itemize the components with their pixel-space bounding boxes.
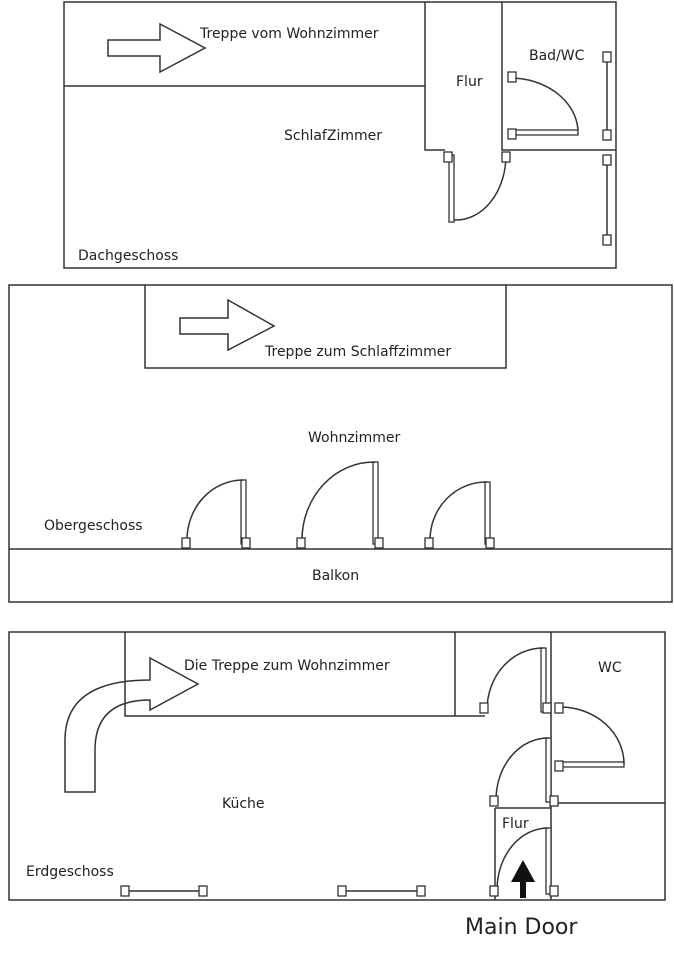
balcony-doors bbox=[181, 461, 495, 549]
room-label-schlafzimmer: SchlafZimmer bbox=[284, 128, 382, 144]
room-label-balkon: Balkon bbox=[312, 568, 359, 584]
floor-erdgeschoss: Die Treppe zum Wohnzimmer WC Küche Flur … bbox=[8, 631, 666, 940]
stairs-arrow-icon bbox=[179, 298, 276, 352]
room-label-wohnzimmer: Wohnzimmer bbox=[308, 430, 400, 446]
door-bad bbox=[507, 71, 579, 140]
stairs-label: Die Treppe zum Wohnzimmer bbox=[184, 658, 390, 674]
window bbox=[602, 51, 612, 246]
room-label-kueche: Küche bbox=[222, 796, 265, 812]
room-label-wc: WC bbox=[598, 660, 622, 676]
arrow-up-icon bbox=[511, 860, 535, 898]
window bbox=[120, 885, 426, 897]
floor-label: Obergeschoss bbox=[44, 518, 143, 534]
stairs-label: Treppe zum Schlaffzimmer bbox=[264, 344, 451, 360]
floor-dachgeschoss: Treppe vom Wohnzimmer Flur SchlafZimmer … bbox=[63, 1, 617, 269]
doors bbox=[479, 647, 625, 897]
room-label-flur: Flur bbox=[456, 74, 483, 90]
room-label-flur: Flur bbox=[502, 816, 529, 832]
room-label-bad: Bad/WC bbox=[529, 48, 585, 64]
floor-label: Erdgeschoss bbox=[26, 864, 114, 880]
floor-obergeschoss: Treppe zum Schlaffzimmer Wohnzimmer Balk… bbox=[8, 284, 673, 603]
main-door-label: Main Door bbox=[465, 915, 578, 940]
stairs-label: Treppe vom Wohnzimmer bbox=[199, 26, 379, 42]
stairs-arrow-icon bbox=[107, 22, 207, 74]
floor-label: Dachgeschoss bbox=[78, 248, 178, 264]
door-schlafzimmer bbox=[443, 151, 511, 223]
stairs-curved-arrow-icon bbox=[64, 656, 200, 793]
